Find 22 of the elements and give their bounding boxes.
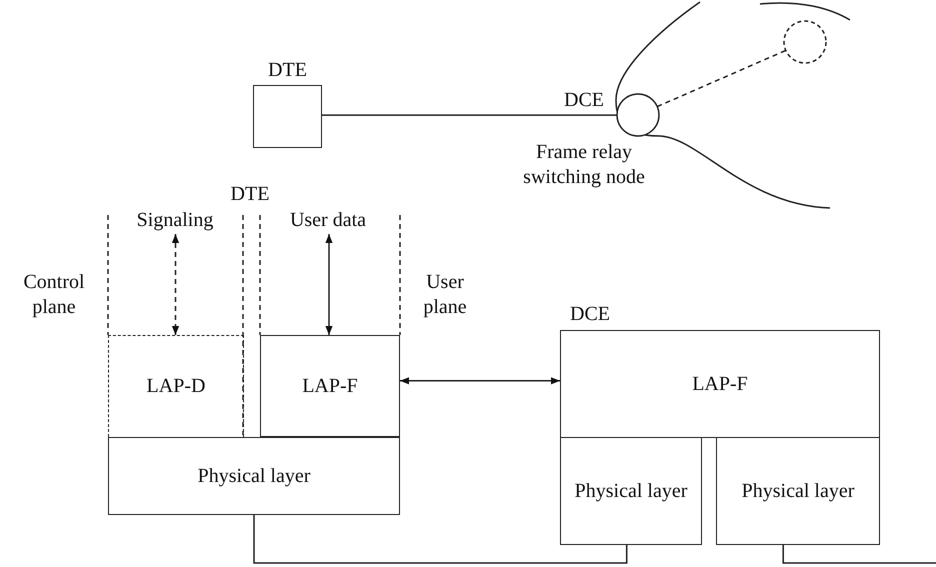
layer-box: LAP-F — [260, 335, 400, 437]
arrow — [400, 377, 560, 384]
connector-line — [322, 114, 617, 116]
connector-line — [253, 515, 628, 564]
node-label: DCE — [564, 88, 604, 113]
arrow — [325, 234, 333, 335]
text-label: User plane — [422, 270, 468, 320]
layer-box: Physical layer — [108, 437, 400, 515]
layer-box: Physical layer — [716, 437, 880, 545]
node-text: User data — [266, 208, 390, 233]
connector-line — [782, 545, 936, 564]
layer-box: Physical layer — [560, 437, 702, 545]
node-text: Signaling — [115, 208, 235, 233]
connector-line — [656, 50, 786, 108]
layer-box: LAP-F — [560, 330, 880, 438]
node-caption: Frame relay switching node — [522, 140, 646, 190]
switching-node-circle — [782, 19, 828, 65]
node-heading: DCE — [569, 302, 611, 327]
node-heading: DTE — [267, 58, 308, 83]
text-label: Control plane — [22, 270, 86, 320]
text-label: DTE — [230, 182, 270, 207]
arrow — [172, 234, 180, 335]
